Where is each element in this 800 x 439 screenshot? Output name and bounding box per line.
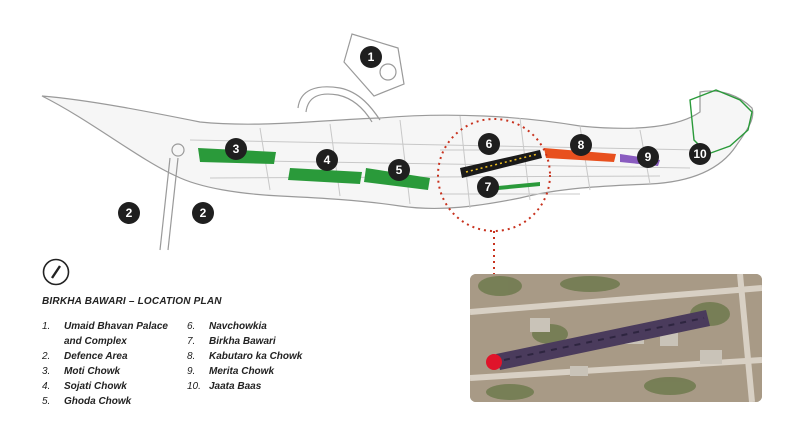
- legend-item: 3.Moti Chowk: [42, 366, 121, 377]
- svg-text:2: 2: [126, 206, 133, 220]
- svg-text:1: 1: [368, 50, 375, 64]
- site-marker-dot: [486, 354, 502, 370]
- north-arrow-icon: [42, 258, 70, 286]
- roundabout: [159, 143, 185, 251]
- marker-2-right: 2: [192, 202, 214, 224]
- highlight-circle: [437, 118, 551, 232]
- marker-7: 7: [477, 176, 499, 198]
- navchowkia-dots: [465, 153, 539, 173]
- marker-8: 8: [570, 134, 592, 156]
- marker-5: 5: [388, 159, 410, 181]
- svg-text:7: 7: [485, 180, 492, 194]
- svg-text:5: 5: [396, 163, 403, 177]
- legend-item: 6.Navchowkia: [187, 321, 267, 332]
- legend-item: 1.Umaid Bhavan Palace and Complex: [42, 321, 168, 347]
- marker-2-left: 2: [118, 202, 140, 224]
- marker-4: 4: [316, 149, 338, 171]
- palace-outline: [297, 33, 405, 123]
- svg-text:8: 8: [578, 138, 585, 152]
- legend-title: BIRKHA BAWARI – LOCATION PLAN: [42, 296, 222, 307]
- marker-1: 1: [360, 46, 382, 68]
- legend-item: 8.Kabutaro ka Chowk: [187, 351, 303, 362]
- svg-text:10: 10: [693, 147, 707, 161]
- legend-item: 4.Sojati Chowk: [42, 381, 127, 392]
- marker-3: 3: [225, 138, 247, 160]
- svg-text:9: 9: [645, 150, 652, 164]
- legend-item: 7.Birkha Bawari: [187, 336, 276, 347]
- marker-9: 9: [637, 146, 659, 168]
- marker-10: 10: [689, 143, 711, 165]
- aerial-inset-photo: [470, 274, 762, 402]
- legend-item: 5.Ghoda Chowk: [42, 396, 132, 407]
- birkha-bawari-strip: [498, 182, 540, 190]
- sojati-chowk-strip: [288, 168, 362, 184]
- legend-item: 2.Defence Area: [42, 351, 128, 362]
- legend-item: 10.Jaata Baas: [187, 381, 262, 392]
- svg-text:3: 3: [233, 142, 240, 156]
- settlement-outline: [41, 90, 754, 210]
- legend-column-2: 6.Navchowkia 7.Birkha Bawari 8.Kabutaro …: [187, 319, 302, 409]
- marker-6: 6: [478, 133, 500, 155]
- svg-text:6: 6: [486, 137, 493, 151]
- legend-item: 9.Merita Chowk: [187, 366, 275, 377]
- legend-column-1: 1.Umaid Bhavan Palace and Complex 2.Defe…: [42, 319, 187, 409]
- svg-text:2: 2: [200, 206, 207, 220]
- svg-text:4: 4: [324, 153, 331, 167]
- legend: BIRKHA BAWARI – LOCATION PLAN 1.Umaid Bh…: [42, 296, 342, 409]
